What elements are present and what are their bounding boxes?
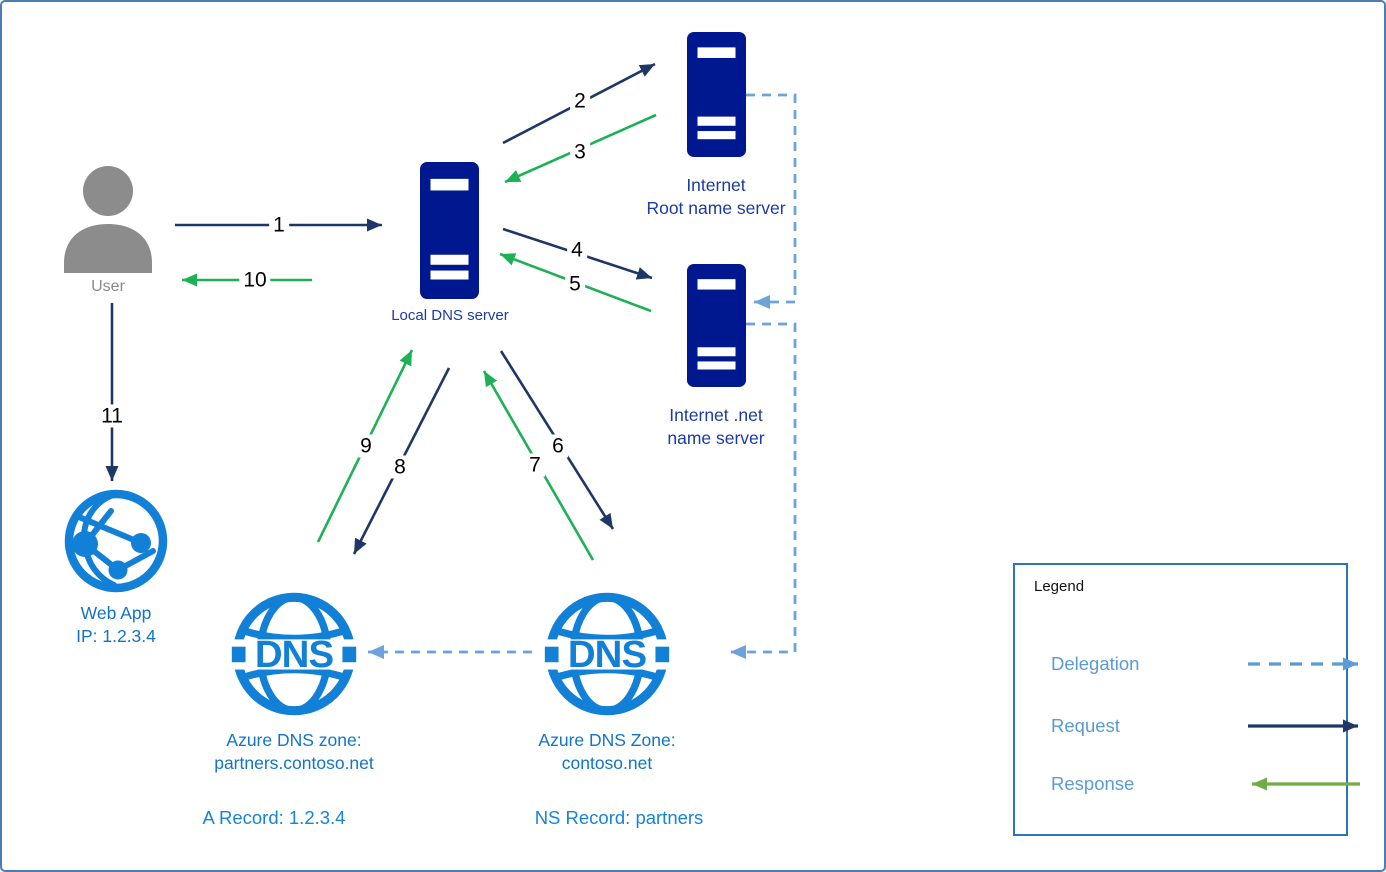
web-app-label-line2: IP: 1.2.3.4: [76, 626, 156, 647]
partners-a-record-label: A Record: 1.2.3.4: [202, 807, 346, 828]
legend-response-arrow-icon: [1252, 777, 1360, 791]
legend-item-response: Response: [1051, 773, 1360, 797]
user-icon: [64, 166, 152, 273]
user-label: User: [91, 278, 125, 295]
legend: Legend Delegation Request: [1013, 563, 1360, 836]
legend-delegation-label: Delegation: [1051, 653, 1140, 674]
root-name-server-label: Internet Root name server: [616, 174, 816, 220]
arrow-11-number: 11: [97, 404, 127, 428]
partners-dns-zone-label: Azure DNS zone: partners.contoso.net: [189, 729, 399, 775]
local-dns-server-label: Local DNS server: [391, 307, 509, 324]
root-name-server-label-line2: Root name server: [646, 198, 786, 219]
partners-dns-zone-icon: DNS: [230, 592, 358, 716]
web-app-icon: [64, 489, 168, 593]
legend-title: Legend: [1034, 578, 1085, 595]
arrow-9-number: 9: [356, 434, 376, 458]
arrow-1-number: 1: [269, 213, 289, 237]
legend-item-request: Request: [1051, 715, 1358, 739]
contoso-dns-icon-text: DNS: [568, 633, 647, 676]
web-app-label-line1: Web App: [80, 603, 152, 623]
partners-dns-icon-text: DNS: [255, 633, 334, 676]
contoso-dns-zone-label-line2: contoso.net: [561, 753, 653, 774]
legend-delegation-arrow-icon: [1248, 657, 1358, 671]
legend-request-label: Request: [1051, 715, 1120, 736]
arrow-10-number: 10: [239, 268, 271, 292]
local-dns-server-icon: [420, 162, 479, 299]
legend-item-delegation: Delegation: [1051, 653, 1358, 677]
legend-request-arrow-icon: [1248, 719, 1358, 733]
arrow-3-number: 3: [570, 140, 590, 164]
arrow-7-number: 7: [525, 453, 545, 477]
arrow-8-number: 8: [390, 455, 410, 479]
contoso-ns-record-label: NS Record: partners: [534, 807, 704, 828]
net-name-server-icon: [687, 264, 746, 387]
arrow-5-number: 5: [565, 272, 585, 296]
arrow-4-number: 4: [567, 238, 587, 262]
web-app-label: Web App IP: 1.2.3.4: [41, 602, 191, 648]
legend-response-label: Response: [1051, 773, 1135, 794]
arrow-2-number: 2: [570, 89, 590, 113]
arrow-6-number: 6: [548, 434, 568, 458]
contoso-dns-zone-icon: DNS: [543, 592, 671, 716]
partners-dns-zone-label-line1: Azure DNS zone:: [226, 730, 362, 750]
net-name-server-label-line2: name server: [667, 428, 765, 449]
contoso-dns-zone-label: Azure DNS Zone: contoso.net: [502, 729, 712, 775]
root-name-server-icon: [687, 32, 746, 157]
net-name-server-label-line1: Internet .net: [669, 405, 763, 425]
contoso-dns-zone-label-line1: Azure DNS Zone:: [538, 730, 676, 750]
partners-dns-zone-label-line2: partners.contoso.net: [214, 753, 374, 774]
root-name-server-label-line1: Internet: [686, 175, 746, 195]
net-name-server-label: Internet .net name server: [616, 404, 816, 450]
